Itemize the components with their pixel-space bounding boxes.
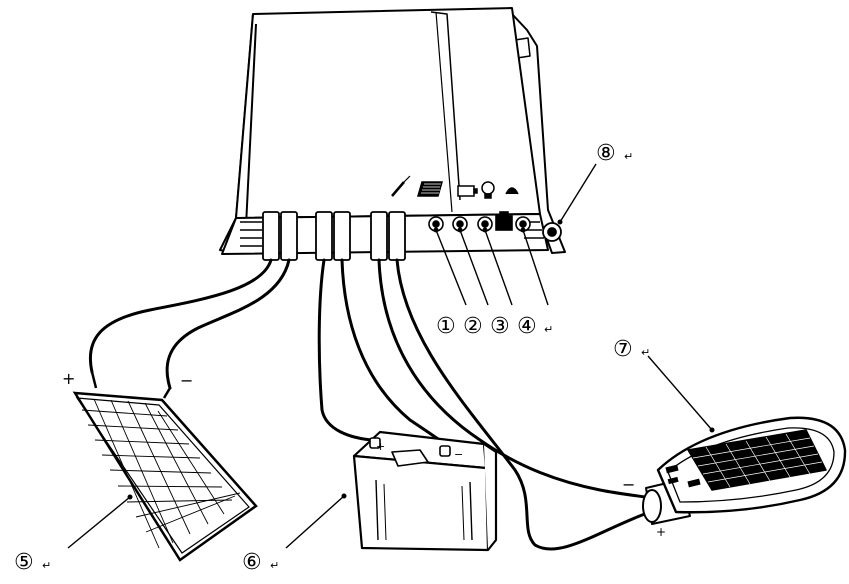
return-mark: ↵ [544, 323, 553, 336]
lamp-plus-sign: + [656, 525, 666, 539]
callout-6: ⑥ [242, 550, 262, 575]
pv-negative-cable [165, 258, 291, 390]
callout-3: ③ [490, 314, 510, 339]
return-mark: ↵ [641, 346, 650, 359]
solar-panel [72, 371, 258, 562]
cables [88, 258, 654, 551]
callout-labels: ① ② ③ ④ ↵ ⑧ ↵ ⑦ ↵ ⑤ ↵ ⑥ ↵ [14, 141, 650, 575]
terminal-blocks [262, 211, 406, 261]
terminal-pv-right [280, 211, 298, 261]
terminal-load-left [370, 211, 388, 261]
callout-7: ⑦ [613, 337, 633, 362]
load-negative-cable [395, 258, 652, 551]
battery-plus-sign: + [376, 440, 385, 453]
leader-lines [67, 163, 713, 549]
street-lamp [642, 416, 847, 525]
terminal-battery-left [315, 211, 333, 261]
return-mark: ↵ [270, 559, 279, 572]
front-indicators [428, 211, 531, 232]
battery [352, 430, 498, 552]
lamp-minus-sign: − [622, 475, 635, 494]
leader-dots [127, 219, 715, 500]
network-port-icon [495, 211, 513, 231]
battery-negative-cable [340, 258, 450, 448]
return-mark: ↵ [624, 150, 633, 163]
lamp-icon [505, 187, 519, 195]
callout-5: ⑤ [14, 550, 34, 575]
status-icons [391, 175, 519, 199]
battery-positive-cable [317, 258, 374, 442]
battery-minus-sign: − [454, 448, 463, 461]
callout-4: ④ [517, 314, 537, 339]
terminal-load-right [388, 211, 406, 261]
screwdriver-icon [391, 175, 411, 197]
grille-icon [417, 181, 443, 197]
ground-screw [542, 222, 562, 242]
callout-8: ⑧ [596, 141, 616, 166]
terminal-pv-left [262, 211, 280, 261]
return-mark: ↵ [42, 559, 51, 572]
callout-2: ② [463, 314, 483, 339]
bulb-icon [481, 181, 495, 199]
panel-minus-sign: − [180, 371, 193, 390]
battery-icon [457, 185, 478, 197]
pv-positive-cable [88, 258, 273, 374]
panel-plus-sign: + [62, 369, 75, 388]
callout-1: ① [436, 314, 456, 339]
terminal-battery-right [333, 211, 351, 261]
